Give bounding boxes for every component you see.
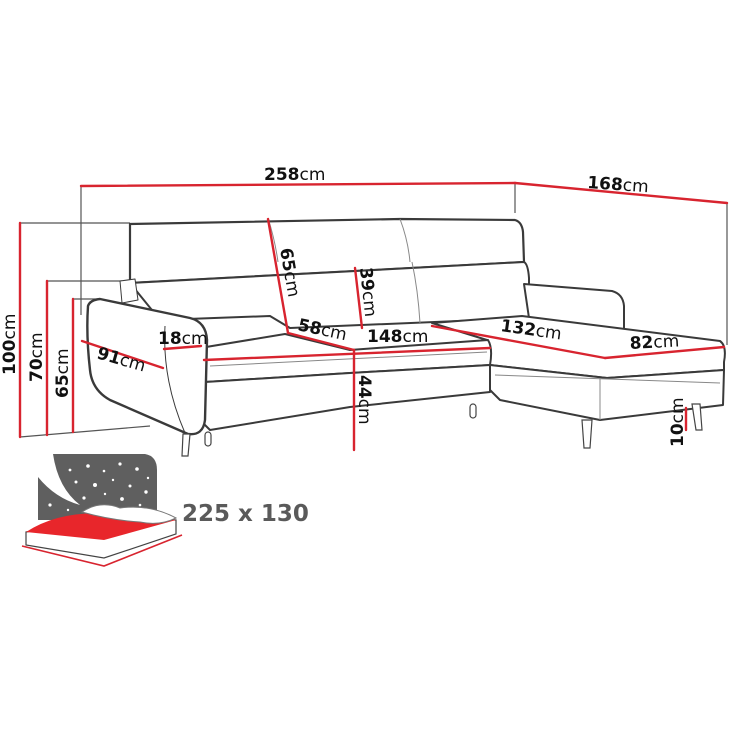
label-back-height: 70cm (27, 332, 47, 382)
dim-line-82 (603, 345, 726, 360)
label-total-height: 100cm (0, 314, 20, 375)
dim-line-132 (430, 324, 607, 360)
sleeping-area-label: 225 x 130 (182, 501, 309, 527)
dim-line-168 (513, 181, 729, 205)
label-chaise-width: 82cm (629, 331, 680, 354)
dim-line-39 (353, 266, 364, 330)
label-arm-depth: 91cm (95, 344, 148, 377)
label-chaise-depth: 168cm (587, 173, 650, 197)
label-chaise-length: 132cm (499, 316, 563, 344)
label-total-width: 258cm (264, 165, 325, 185)
dim-line-91 (80, 339, 165, 370)
dim-line-148 (202, 346, 492, 362)
label-arm-height: 65cm (53, 348, 73, 398)
label-seat-height: 44cm (354, 375, 374, 425)
dim-line-58 (286, 331, 356, 352)
label-backrest-height: 65cm (275, 246, 303, 298)
extension-lines (19, 183, 728, 438)
dim-line-258 (79, 181, 517, 188)
dimension-lines (18, 181, 729, 452)
sofa-outline (86, 217, 726, 436)
label-arm-width: 18cm (158, 329, 208, 349)
label-seat-width: 148cm (367, 327, 428, 347)
label-headrest-height: 39cm (355, 266, 380, 317)
dim-line-18 (162, 344, 203, 351)
label-leg-height: 10cm (668, 397, 688, 447)
dim-line-65-back (266, 217, 290, 335)
seam-lines (209, 217, 721, 420)
bed-night-stars-icon (21, 454, 183, 567)
sofa-legs (181, 403, 703, 457)
